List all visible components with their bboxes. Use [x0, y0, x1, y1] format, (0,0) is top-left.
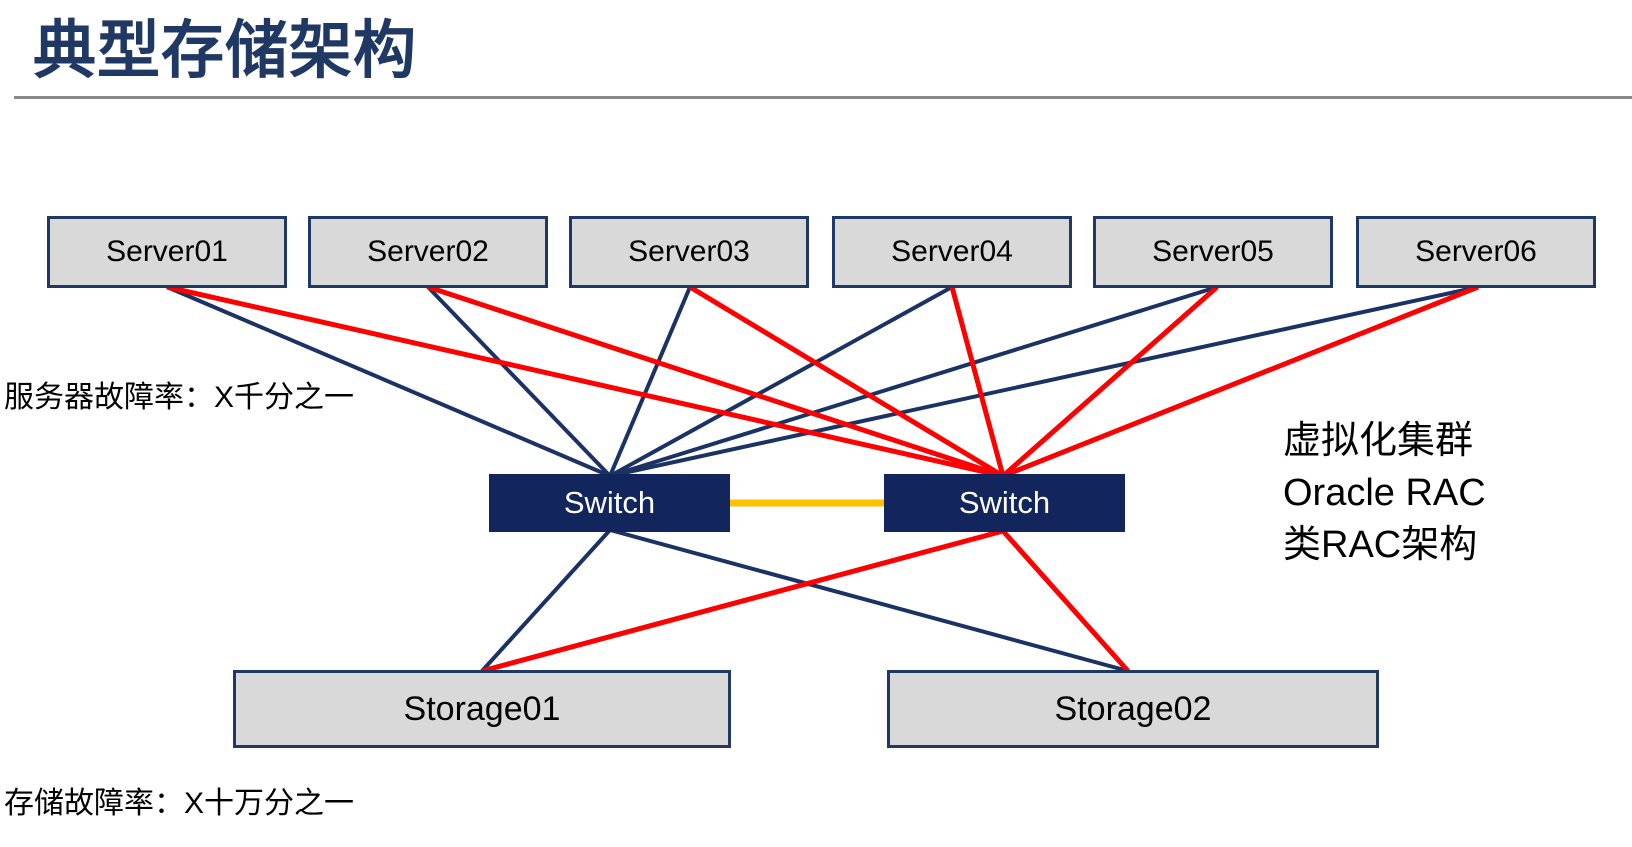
edge-red [166, 284, 1004, 479]
edge-red [1001, 285, 1219, 478]
cluster-note-line2: Oracle RAC [1283, 472, 1486, 514]
page-title: 典型存储架构 [33, 16, 417, 86]
edge-navy [609, 528, 1129, 673]
switch-right-node: Switch [884, 474, 1125, 532]
cluster-note: 虚拟化集群 Oracle RAC 类RAC架构 [1283, 415, 1486, 571]
cluster-note-line1: 虚拟化集群 [1283, 420, 1474, 462]
edge-navy [426, 285, 612, 478]
edge-navy [609, 285, 953, 478]
edge-red [481, 528, 1004, 674]
server05-node: Server05 [1093, 216, 1333, 288]
edge-red [1002, 284, 1479, 479]
switch-left-node: Switch [489, 474, 730, 532]
edge-red [427, 284, 1004, 479]
edge-navy [609, 285, 1479, 478]
cluster-note-line3: 类RAC架构 [1283, 524, 1478, 566]
edge-navy [480, 528, 612, 673]
edge-navy [166, 285, 611, 478]
edge-red [1001, 529, 1130, 673]
server03-node: Server03 [569, 216, 809, 288]
storage-fault-rate-label: 存储故障率：X十万分之一 [4, 787, 355, 820]
edge-navy [608, 286, 692, 477]
edge-red [949, 286, 1006, 477]
storage02-node: Storage02 [887, 670, 1379, 748]
title-divider [14, 96, 1632, 99]
server02-node: Server02 [308, 216, 548, 288]
edge-navy [609, 285, 1218, 478]
server06-node: Server06 [1356, 216, 1596, 288]
storage01-node: Storage01 [233, 670, 731, 748]
server01-node: Server01 [47, 216, 287, 288]
server-fault-rate-label: 服务器故障率：X千分之一 [4, 381, 355, 414]
server04-node: Server04 [832, 216, 1072, 288]
edge-red [688, 284, 1005, 479]
